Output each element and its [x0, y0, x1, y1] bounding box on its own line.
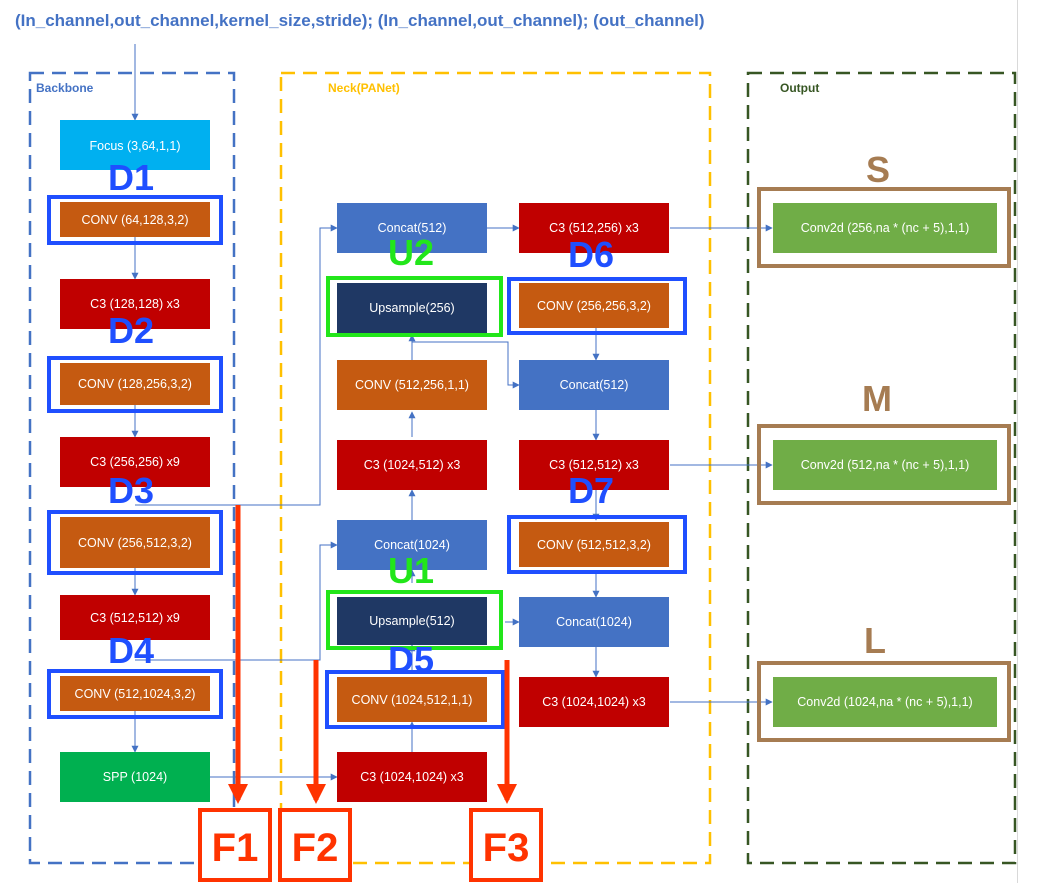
box-f3 [469, 808, 543, 882]
backbone-frame [28, 71, 236, 865]
block-focus-label: Focus (3,64,1,1) [89, 139, 180, 153]
block-neck-c3-1024-512-label: C3 (1024,512) x3 [364, 458, 461, 472]
highlight-s [757, 187, 1011, 268]
block-neck-c3-1024-1024-right-label: C3 (1024,1024) x3 [542, 695, 646, 709]
label-u1: U1 [388, 550, 434, 591]
label-d6: D6 [568, 234, 614, 275]
block-backbone-c3-2 [60, 437, 210, 487]
block-backbone-conv2-label: CONV (128,256,3,2) [78, 377, 192, 391]
label-d4: D4 [108, 630, 154, 671]
skip-backbone-to-concat1024 [135, 541, 338, 661]
label-f3: F3 [483, 826, 530, 870]
block-neck-upsample512-label: Upsample(512) [369, 614, 454, 628]
label-d7: D7 [568, 470, 614, 511]
block-neck-conv1024-512 [337, 677, 487, 722]
block-neck-conv512-256 [337, 360, 487, 410]
block-neck-c3-512-512 [519, 440, 669, 490]
block-neck-c3-1024-1024-left-label: C3 (1024,1024) x3 [360, 770, 464, 784]
label-d2: D2 [108, 310, 154, 351]
block-neck-c3-512-512-label: C3 (512,512) x3 [549, 458, 639, 472]
neck-label: Neck(PANet) [328, 81, 400, 95]
block-neck-concat1024-right-label: Concat(1024) [556, 615, 632, 629]
block-output-l-label: Conv2d (1024,na * (nc + 5),1,1) [797, 695, 972, 709]
highlight-u1 [326, 590, 503, 650]
box-f2 [278, 808, 352, 882]
label-f2: F2 [292, 826, 339, 870]
block-neck-c3-512-256-label: C3 (512,256) x3 [549, 221, 639, 235]
block-backbone-conv4-label: CONV (512,1024,3,2) [75, 687, 196, 701]
block-neck-concat512-right-label: Concat(512) [560, 378, 629, 392]
block-neck-conv512-label: CONV (512,512,3,2) [537, 538, 651, 552]
block-output-m-label: Conv2d (512,na * (nc + 5),1,1) [801, 458, 970, 472]
block-neck-upsample512 [337, 597, 487, 645]
block-neck-concat1024-left [337, 520, 487, 570]
label-s: S [866, 149, 890, 190]
highlight-d1 [47, 195, 223, 245]
backbone-label: Backbone [36, 81, 94, 95]
block-backbone-conv4 [60, 676, 210, 711]
block-output-l [773, 677, 997, 727]
block-focus [60, 120, 210, 170]
highlight-d7 [507, 515, 687, 574]
output-frame [746, 71, 1017, 865]
block-backbone-conv1-label: CONV (64,128,3,2) [82, 213, 189, 227]
block-neck-conv512-256-label: CONV (512,256,1,1) [355, 378, 469, 392]
label-l: L [864, 620, 886, 661]
page-right-rule [1017, 0, 1018, 883]
block-output-s-label: Conv2d (256,na * (nc + 5),1,1) [801, 221, 970, 235]
block-spp-label: SPP (1024) [103, 770, 167, 784]
block-neck-upsample256-label: Upsample(256) [369, 301, 454, 315]
block-spp [60, 752, 210, 802]
block-neck-concat512-top [337, 203, 487, 253]
highlight-u2 [326, 276, 503, 337]
block-neck-upsample256 [337, 283, 487, 333]
block-neck-conv1024-512-label: CONV (1024,512,1,1) [352, 693, 473, 707]
block-neck-concat512-top-label: Concat(512) [378, 221, 447, 235]
label-d3: D3 [108, 470, 154, 511]
block-neck-concat1024-right [519, 597, 669, 647]
arrow-conv256-to-concat512-right [412, 341, 520, 389]
block-neck-c3-512-256 [519, 203, 669, 253]
skip-backbone-to-concat512 [135, 224, 338, 506]
label-u2: U2 [388, 232, 434, 273]
block-backbone-conv3 [60, 517, 210, 568]
block-backbone-c3-1 [60, 279, 210, 329]
output-label: Output [780, 81, 819, 95]
highlight-d3 [47, 510, 223, 575]
block-neck-c3-1024-1024-left [337, 752, 487, 802]
block-neck-c3-1024-512 [337, 440, 487, 490]
label-d1: D1 [108, 157, 154, 198]
highlight-d2 [47, 356, 223, 413]
block-backbone-c3-3-label: C3 (512,512) x9 [90, 611, 180, 625]
block-neck-conv512 [519, 522, 669, 567]
highlight-d4 [47, 669, 223, 719]
block-neck-conv256 [519, 283, 669, 328]
block-output-m [773, 440, 997, 490]
highlight-d5 [325, 670, 505, 729]
block-neck-c3-1024-1024-right [519, 677, 669, 727]
block-backbone-conv3-label: CONV (256,512,3,2) [78, 536, 192, 550]
label-f1: F1 [212, 826, 259, 870]
block-neck-concat1024-left-label: Concat(1024) [374, 538, 450, 552]
highlight-l [757, 661, 1011, 742]
highlight-d6 [507, 277, 687, 335]
block-backbone-c3-1-label: C3 (128,128) x3 [90, 297, 180, 311]
block-backbone-c3-3 [60, 595, 210, 640]
block-neck-concat512-right [519, 360, 669, 410]
block-backbone-conv1 [60, 202, 210, 237]
highlight-m [757, 424, 1011, 505]
label-d5: D5 [388, 639, 434, 680]
label-m: M [862, 378, 892, 419]
box-f1 [198, 808, 272, 882]
block-neck-conv256-label: CONV (256,256,3,2) [537, 299, 651, 313]
header-signature: (In_channel,out_channel,kernel_size,stri… [15, 11, 705, 30]
block-backbone-c3-2-label: C3 (256,256) x9 [90, 455, 180, 469]
block-output-s [773, 203, 997, 253]
block-backbone-conv2 [60, 363, 210, 405]
